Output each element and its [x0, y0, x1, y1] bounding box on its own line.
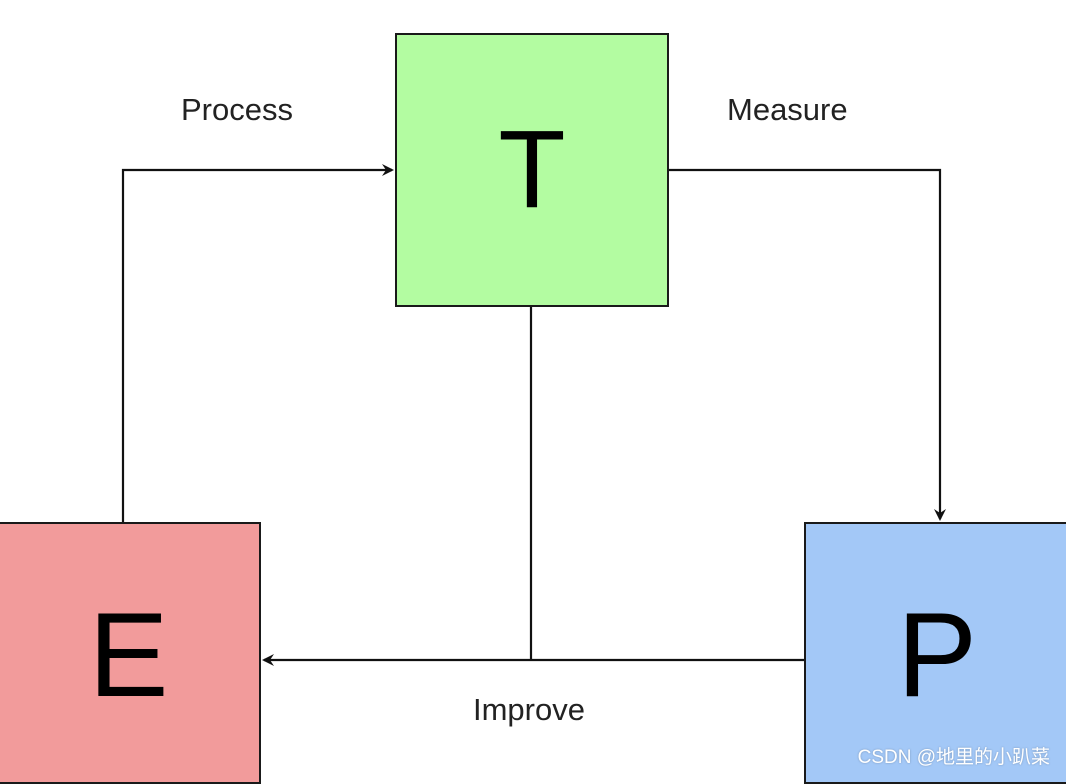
node-t-label: T [498, 108, 566, 231]
node-t: T [395, 33, 669, 307]
node-p: P [804, 522, 1066, 784]
node-p-label: P [896, 588, 978, 722]
edge-measure-arrow [669, 168, 946, 521]
watermark-text: CSDN @地里的小趴菜 [857, 747, 1050, 768]
edge-label-process: Process [181, 92, 293, 127]
node-e-label: E [88, 588, 169, 722]
edge-label-improve: Improve [473, 692, 585, 727]
edge-process-arrow [121, 164, 394, 522]
node-e: E [0, 522, 261, 784]
edge-label-measure: Measure [727, 92, 848, 127]
